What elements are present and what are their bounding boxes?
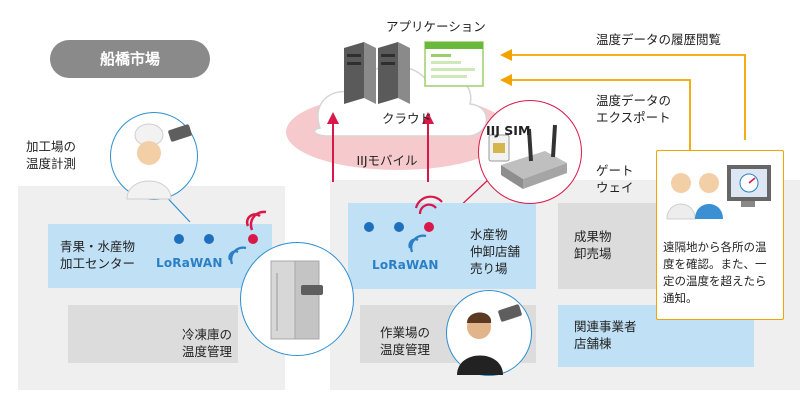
worker-callout-circle <box>110 112 198 200</box>
sensor-dot <box>364 222 374 232</box>
produce-wholesale-zone <box>558 203 658 289</box>
processing-center-zone <box>48 224 272 288</box>
application-label: アプリケーション <box>386 19 486 34</box>
lora-label-left: LoRaWAN <box>156 256 223 270</box>
monitoring-callout: 遠隔地から各所の温度を確認。また、一定の温度を超えたら通知。 <box>656 150 784 320</box>
wifi-blue-icon <box>408 234 427 253</box>
export-label: 温度データの エクスポート <box>596 93 672 125</box>
city-badge: 船橋市場 <box>50 40 210 78</box>
sensor-dot <box>174 234 184 244</box>
history-label: 温度データの履歴閲覧 <box>596 32 722 47</box>
alert-sensor-dot <box>424 222 434 232</box>
gateway-label: ゲート ウェイ <box>596 163 634 195</box>
alert-sensor-dot <box>248 234 258 244</box>
wifi-red-icon <box>245 210 267 231</box>
sensor-dot <box>394 222 404 232</box>
wifi-red-icon <box>414 195 443 215</box>
sensor-dot <box>204 234 214 244</box>
freezer-zone <box>68 305 238 363</box>
freezer-callout-circle <box>240 242 354 356</box>
monitoring-text: 遠隔地から各所の温度を確認。また、一定の温度を超えたら通知。 <box>663 240 767 305</box>
worker-icon <box>126 123 192 200</box>
workplace-callout-circle <box>446 290 532 376</box>
cloud-label: クラウド <box>381 111 432 126</box>
server-icon <box>344 42 410 104</box>
processing-temp-label: 加工場の 温度計測 <box>26 139 77 171</box>
wifi-blue-icon <box>228 246 247 265</box>
freezer-icon <box>270 260 323 340</box>
export-arrow <box>512 79 691 150</box>
marine-wholesale-zone <box>348 203 536 289</box>
sim-label: IIJ SIM <box>486 123 531 138</box>
workplace-label: 作業場の 温度管理 <box>380 325 431 357</box>
gateway-callout-circle <box>478 100 582 204</box>
worker-icon <box>457 304 522 375</box>
freezer-label: 冷凍庫の 温度管理 <box>182 327 233 359</box>
monitoring-staff-icon <box>666 165 771 220</box>
related-stores-label: 関連事業者 店舗棟 <box>574 319 637 351</box>
history-arrow <box>512 54 746 140</box>
lora-label-center: LoRaWAN <box>372 258 439 272</box>
produce-wholesale-label: 成果物 卸売場 <box>574 229 612 261</box>
processing-center-label: 青果・水産物 加工センター <box>60 239 136 271</box>
gateway-router-icon <box>488 124 567 189</box>
marine-wholesale-label: 水産物 仲卸店舗 売り場 <box>470 227 521 276</box>
application-window-icon <box>424 41 484 87</box>
mobile-label: IIJモバイル <box>356 153 418 168</box>
